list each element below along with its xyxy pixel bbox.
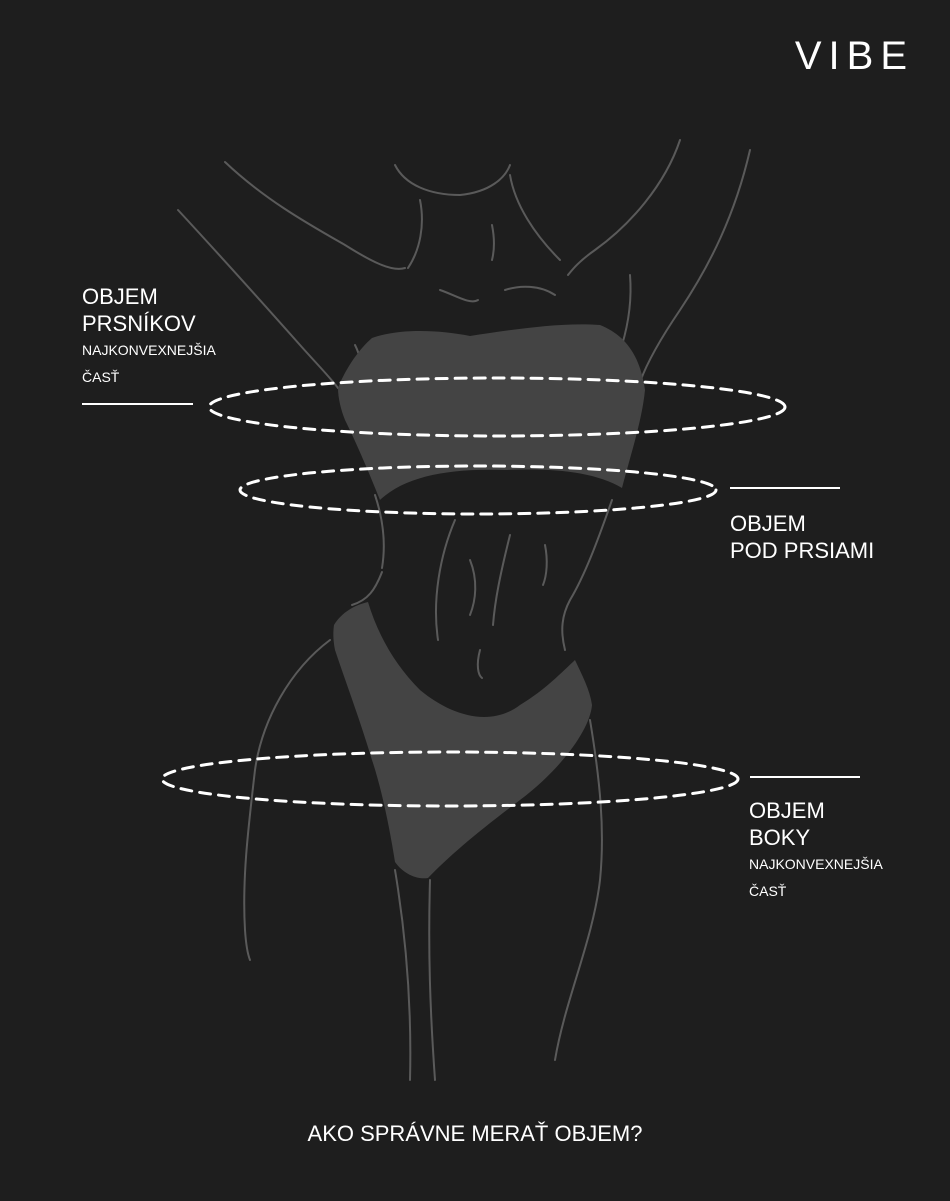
navel xyxy=(476,649,483,679)
right-hip-outline xyxy=(554,719,603,1061)
hips-label: OBJEM BOKY NAJKONVEXNEJŠIA ČASŤ xyxy=(749,797,883,905)
abs-line-left xyxy=(435,519,456,641)
left-neck-outline xyxy=(407,199,423,269)
right-leg-inner xyxy=(428,879,436,1081)
footer-title: AKO SPRÁVNE MERAŤ OBJEM? xyxy=(307,1121,643,1146)
bust-measurement-loop xyxy=(207,376,787,438)
abs-line-center xyxy=(469,559,477,616)
hips-label-line2: BOKY xyxy=(749,825,811,850)
right-neck-outline xyxy=(509,174,561,261)
neck-outline xyxy=(394,164,511,196)
left-leg-inner xyxy=(394,869,412,1081)
hip-measurement-loop xyxy=(160,750,740,808)
left-arm-outline xyxy=(177,209,339,389)
bust-label-rule xyxy=(82,403,193,405)
hips-note-line1: NAJKONVEXNEJŠIA xyxy=(749,856,883,872)
rib-right xyxy=(542,544,548,586)
left-hip-outline xyxy=(243,639,331,961)
hips-note-line2: ČASŤ xyxy=(749,883,787,899)
underbust-label-line1: OBJEM xyxy=(730,511,806,536)
bust-label: OBJEM PRSNÍKOV NAJKONVEXNEJŠIA ČASŤ xyxy=(82,283,216,391)
hips-label-rule xyxy=(750,776,860,778)
bust-label-line2: PRSNÍKOV xyxy=(82,311,196,336)
underbust-label-rule xyxy=(730,487,840,489)
sternum-line xyxy=(491,224,495,261)
abs-line-right xyxy=(492,534,511,626)
bust-note-line1: NAJKONVEXNEJŠIA xyxy=(82,342,216,358)
collarbone-left xyxy=(439,289,479,303)
armpit-right xyxy=(621,274,632,346)
underbust-measurement-loop xyxy=(238,464,718,516)
bandeau-top xyxy=(338,324,645,500)
left-upper-arm-outline xyxy=(224,161,406,270)
right-forearm-outline xyxy=(639,149,751,383)
bikini-bottom xyxy=(333,602,592,879)
hips-label-line1: OBJEM xyxy=(749,798,825,823)
brand-logo: VIBE xyxy=(794,34,914,78)
underbust-label-line2: POD PRSIAMI xyxy=(730,538,875,563)
left-waist-outline xyxy=(351,571,383,606)
collarbone-right xyxy=(504,285,556,296)
bust-label-line1: OBJEM xyxy=(82,284,158,309)
left-torso-outline xyxy=(374,494,385,569)
right-torso-outline xyxy=(561,499,613,651)
right-arm-outline xyxy=(567,139,681,276)
bust-note-line2: ČASŤ xyxy=(82,369,120,385)
underbust-label: OBJEM POD PRSIAMI xyxy=(730,510,874,564)
